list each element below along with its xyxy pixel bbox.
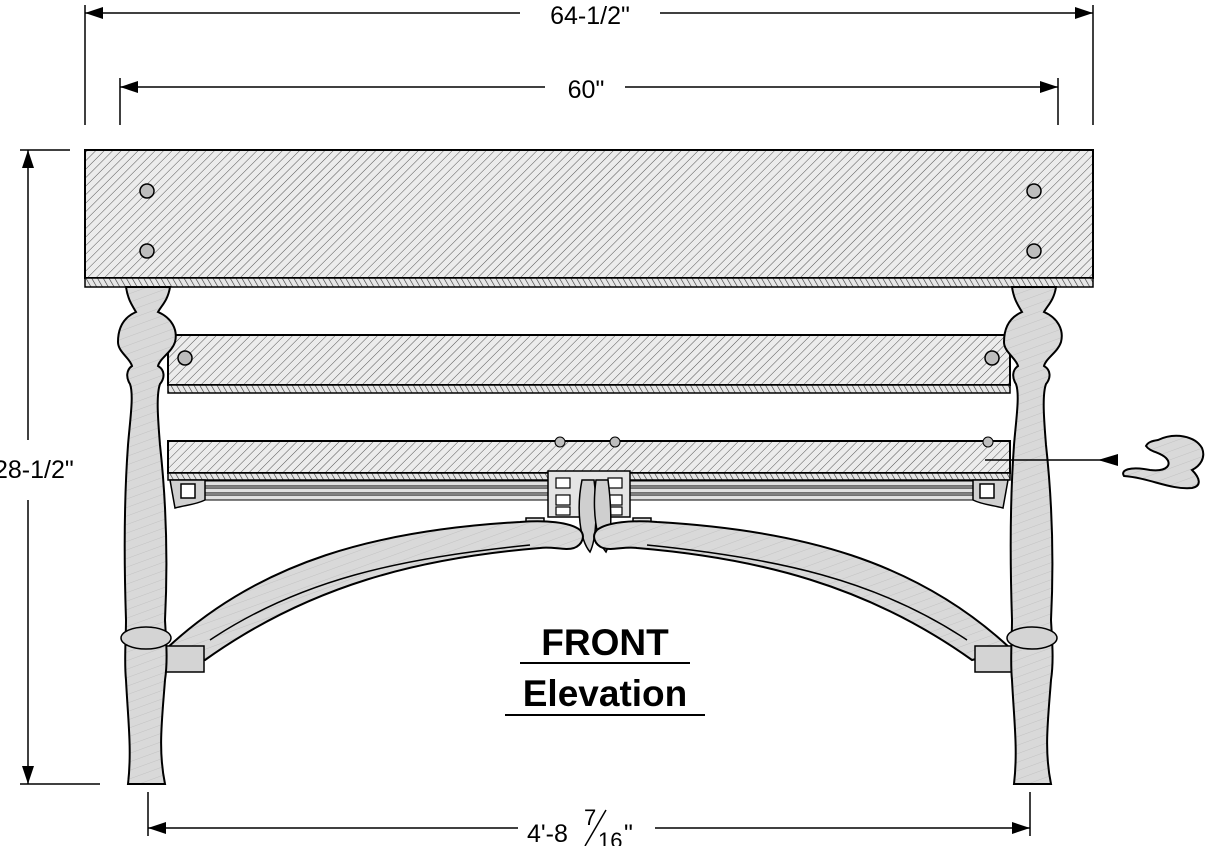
dimension-overall-width: 64-1/2" [84, 2, 1094, 125]
right-arch-stretcher [593, 520, 1015, 662]
drawing-title: FRONT Elevation [505, 622, 705, 716]
title-line2: Elevation [523, 673, 688, 714]
overall-width-label: 64-1/2" [550, 2, 630, 30]
right-leg [1002, 286, 1063, 785]
top-width-label: 60" [568, 76, 605, 104]
dimension-top-width: 60" [119, 76, 1059, 125]
leg-span-main: 4'-8 [527, 820, 568, 846]
profile-callout [985, 434, 1205, 490]
right-stretcher-block [974, 645, 1018, 673]
dimension-leg-span: 4'-8 7 16 " [147, 792, 1031, 846]
left-leg [116, 286, 177, 785]
upper-apron [167, 334, 1011, 394]
leg-span-frac-num: 7 [584, 805, 596, 830]
left-arch-stretcher [162, 520, 584, 662]
leg-span-inch: " [624, 820, 633, 846]
left-stretcher-block [161, 645, 205, 673]
dimension-height: 28-1/2" [0, 149, 100, 785]
height-label: 28-1/2" [0, 456, 74, 484]
title-line1: FRONT [541, 622, 669, 663]
leg-span-frac-den: 16 [598, 828, 622, 846]
table-top [84, 149, 1094, 288]
